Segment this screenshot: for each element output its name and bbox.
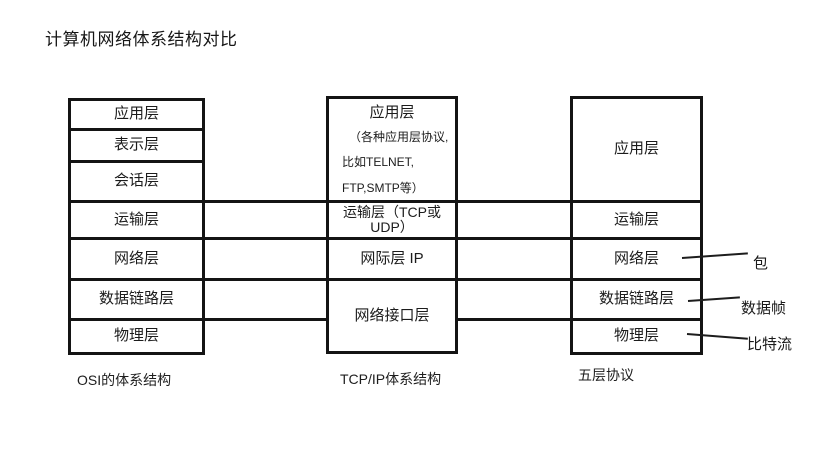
row-connector-line: [200, 237, 330, 240]
row-connector-line: [200, 318, 330, 321]
tcpip-application-note: 比如TELNET,: [342, 154, 415, 169]
osi-layer-presentation: 表示层: [68, 128, 205, 163]
osi-layer-physical: 物理层: [68, 318, 205, 355]
annotation-bitstream-label: 比特流: [747, 336, 793, 353]
row-connector-line: [200, 278, 330, 281]
osi-layer-session: 会话层: [68, 160, 205, 203]
five-layer-application: 应用层: [570, 96, 703, 203]
tcpip-application-title: 应用层: [369, 104, 415, 121]
row-connector-line: [200, 200, 330, 203]
row-connector-line: [455, 278, 574, 281]
five-layer-physical: 物理层: [570, 318, 703, 355]
row-connector-line: [455, 318, 574, 321]
caption-five-layer: 五层协议: [578, 367, 634, 383]
row-connector-line: [455, 237, 574, 240]
osi-layer-transport: 运输层: [68, 200, 205, 240]
osi-layer-datalink: 数据链路层: [68, 278, 205, 321]
row-connector-line: [455, 200, 574, 203]
tcpip-layer-internet: 网际层 IP: [326, 237, 458, 281]
tcpip-application-note: FTP,SMTP等）: [342, 180, 424, 195]
page-title: 计算机网络体系结构对比: [45, 30, 238, 49]
tcpip-application-note: （各种应用层协议,: [349, 129, 449, 144]
annotation-packet-label: 包: [753, 255, 769, 272]
tcpip-layer-network-interface: 网络接口层: [326, 278, 458, 354]
osi-layer-network: 网络层: [68, 237, 205, 281]
tcpip-layer-application: 应用层 （各种应用层协议, 比如TELNET, FTP,SMTP等）: [326, 96, 458, 203]
caption-tcpip: TCP/IP体系结构: [340, 371, 442, 387]
five-layer-datalink: 数据链路层: [570, 278, 703, 321]
annotation-frame-label: 数据帧: [741, 300, 787, 317]
five-layer-transport: 运输层: [570, 200, 703, 240]
tcpip-layer-transport: 运输层（TCP或UDP）: [326, 200, 458, 240]
caption-osi: OSI的体系结构: [77, 372, 172, 388]
five-layer-network: 网络层: [570, 237, 703, 281]
osi-layer-application: 应用层: [68, 98, 205, 131]
